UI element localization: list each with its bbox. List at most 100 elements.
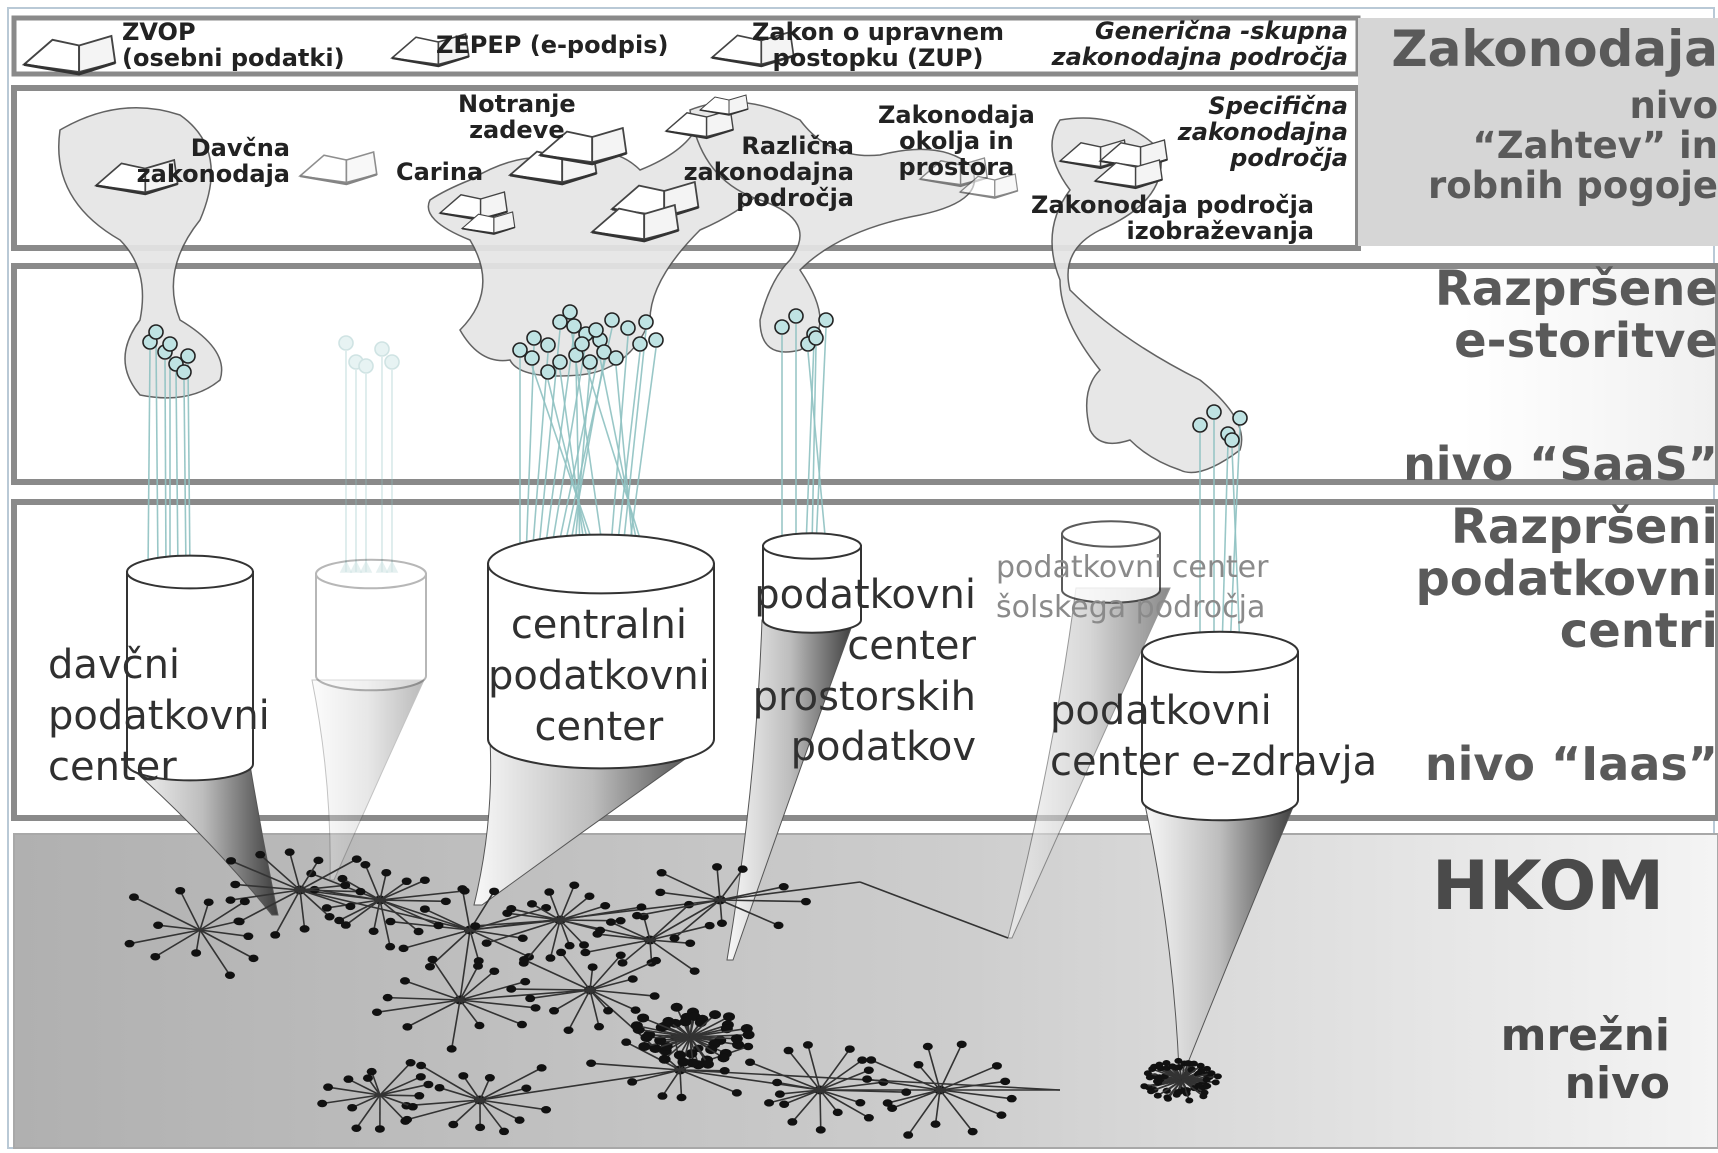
- network-node: [655, 888, 666, 897]
- service-cloud-2: [689, 101, 976, 353]
- zup-label: Zakon o upravnem postopku (ZUP): [752, 18, 1004, 72]
- network-node: [772, 1078, 783, 1087]
- network-node: [712, 863, 723, 871]
- service-node: [604, 312, 620, 328]
- network-node: [514, 1116, 525, 1124]
- service-node: [608, 350, 624, 366]
- service-node: [552, 354, 568, 370]
- network-node: [832, 1108, 843, 1117]
- service-node: [1206, 404, 1222, 420]
- network-node: [564, 941, 575, 950]
- network-node: [415, 1073, 426, 1081]
- network-node: [657, 1092, 668, 1100]
- datacenter-cylinders: [126, 520, 1299, 822]
- funnel: [726, 619, 855, 961]
- service-node: [1224, 432, 1240, 448]
- network-node: [385, 942, 396, 951]
- book-icon: [958, 173, 1019, 199]
- book-icon: [1093, 159, 1163, 190]
- network-node: [355, 887, 366, 896]
- network-node: [1153, 1092, 1162, 1099]
- iaas-level-subtitle: nivo “Iaas”: [1424, 737, 1718, 791]
- service-node: [574, 336, 590, 352]
- network-node: [473, 962, 484, 970]
- network-node: [427, 955, 438, 964]
- network-node: [402, 1023, 413, 1031]
- network-node: [153, 921, 164, 929]
- service-node: [648, 332, 664, 348]
- network-node: [433, 921, 444, 930]
- service-node: [620, 320, 636, 336]
- network-node: [701, 1059, 714, 1069]
- network-node: [284, 848, 295, 856]
- network-node: [632, 911, 643, 920]
- network-node: [737, 865, 748, 873]
- book-icon: [298, 150, 378, 186]
- network-node: [922, 1042, 933, 1051]
- tax-law-label: Davčna zakonodaja: [136, 134, 290, 188]
- network-node: [742, 1030, 755, 1040]
- interior-label: Notranje zadeve: [458, 90, 576, 144]
- network-node: [783, 1046, 794, 1055]
- generic-legal-band: [11, 15, 1361, 77]
- network-node: [239, 897, 250, 906]
- network-node: [621, 1038, 632, 1046]
- funnel: [473, 739, 714, 906]
- network-node: [649, 1043, 662, 1053]
- funnel: [126, 764, 279, 916]
- network-node: [656, 869, 667, 877]
- network-node: [592, 930, 603, 938]
- network-node: [536, 1064, 547, 1072]
- network-node: [413, 927, 424, 936]
- network-node: [321, 904, 332, 912]
- law-book-icons: [21, 30, 1168, 243]
- network-node: [334, 916, 345, 925]
- network-node: [815, 1126, 826, 1134]
- network-node: [719, 1067, 730, 1075]
- service-node: [148, 324, 164, 340]
- network-node: [615, 917, 626, 925]
- network-node: [662, 1016, 675, 1026]
- network-node: [248, 954, 259, 963]
- network-node: [230, 880, 241, 889]
- saas-band: [11, 263, 1718, 485]
- network-node: [399, 977, 410, 985]
- network-node: [506, 905, 517, 913]
- network-node: [419, 876, 430, 884]
- network-node: [323, 1083, 334, 1091]
- network-node: [731, 1089, 742, 1097]
- network-node: [499, 1127, 510, 1136]
- network-node: [563, 1026, 574, 1035]
- network-node: [800, 897, 811, 906]
- network-node: [670, 1002, 683, 1012]
- network-node: [1156, 1065, 1165, 1072]
- book-icon: [589, 203, 680, 243]
- service-node: [774, 319, 790, 335]
- network-node: [226, 857, 237, 865]
- network-node: [615, 951, 626, 960]
- service-clouds: [58, 101, 1243, 474]
- service-node: [526, 330, 542, 346]
- network-node: [545, 954, 556, 962]
- network-node: [424, 962, 435, 971]
- service-node: [808, 330, 824, 346]
- network-node: [484, 1074, 495, 1082]
- generic-areas-caption: Generična -skupna zakonodajna področja: [1051, 17, 1348, 71]
- network-node: [600, 901, 611, 910]
- network-node: [1199, 1093, 1208, 1100]
- network-node: [481, 939, 492, 947]
- book-icon: [460, 211, 516, 235]
- education-law-label: Zakonodaja področja izobraževanja: [1031, 191, 1314, 245]
- network-node: [1190, 1085, 1199, 1092]
- network-node: [225, 896, 236, 904]
- network-node: [717, 1053, 730, 1063]
- network-node: [366, 1067, 377, 1076]
- service-node: [524, 350, 540, 366]
- network-node: [446, 1045, 457, 1053]
- network-node: [530, 1004, 541, 1012]
- network-node: [855, 1099, 866, 1107]
- network-node: [345, 902, 356, 911]
- network-node: [434, 1083, 445, 1092]
- network-node: [774, 1090, 785, 1098]
- network-node: [371, 1008, 382, 1016]
